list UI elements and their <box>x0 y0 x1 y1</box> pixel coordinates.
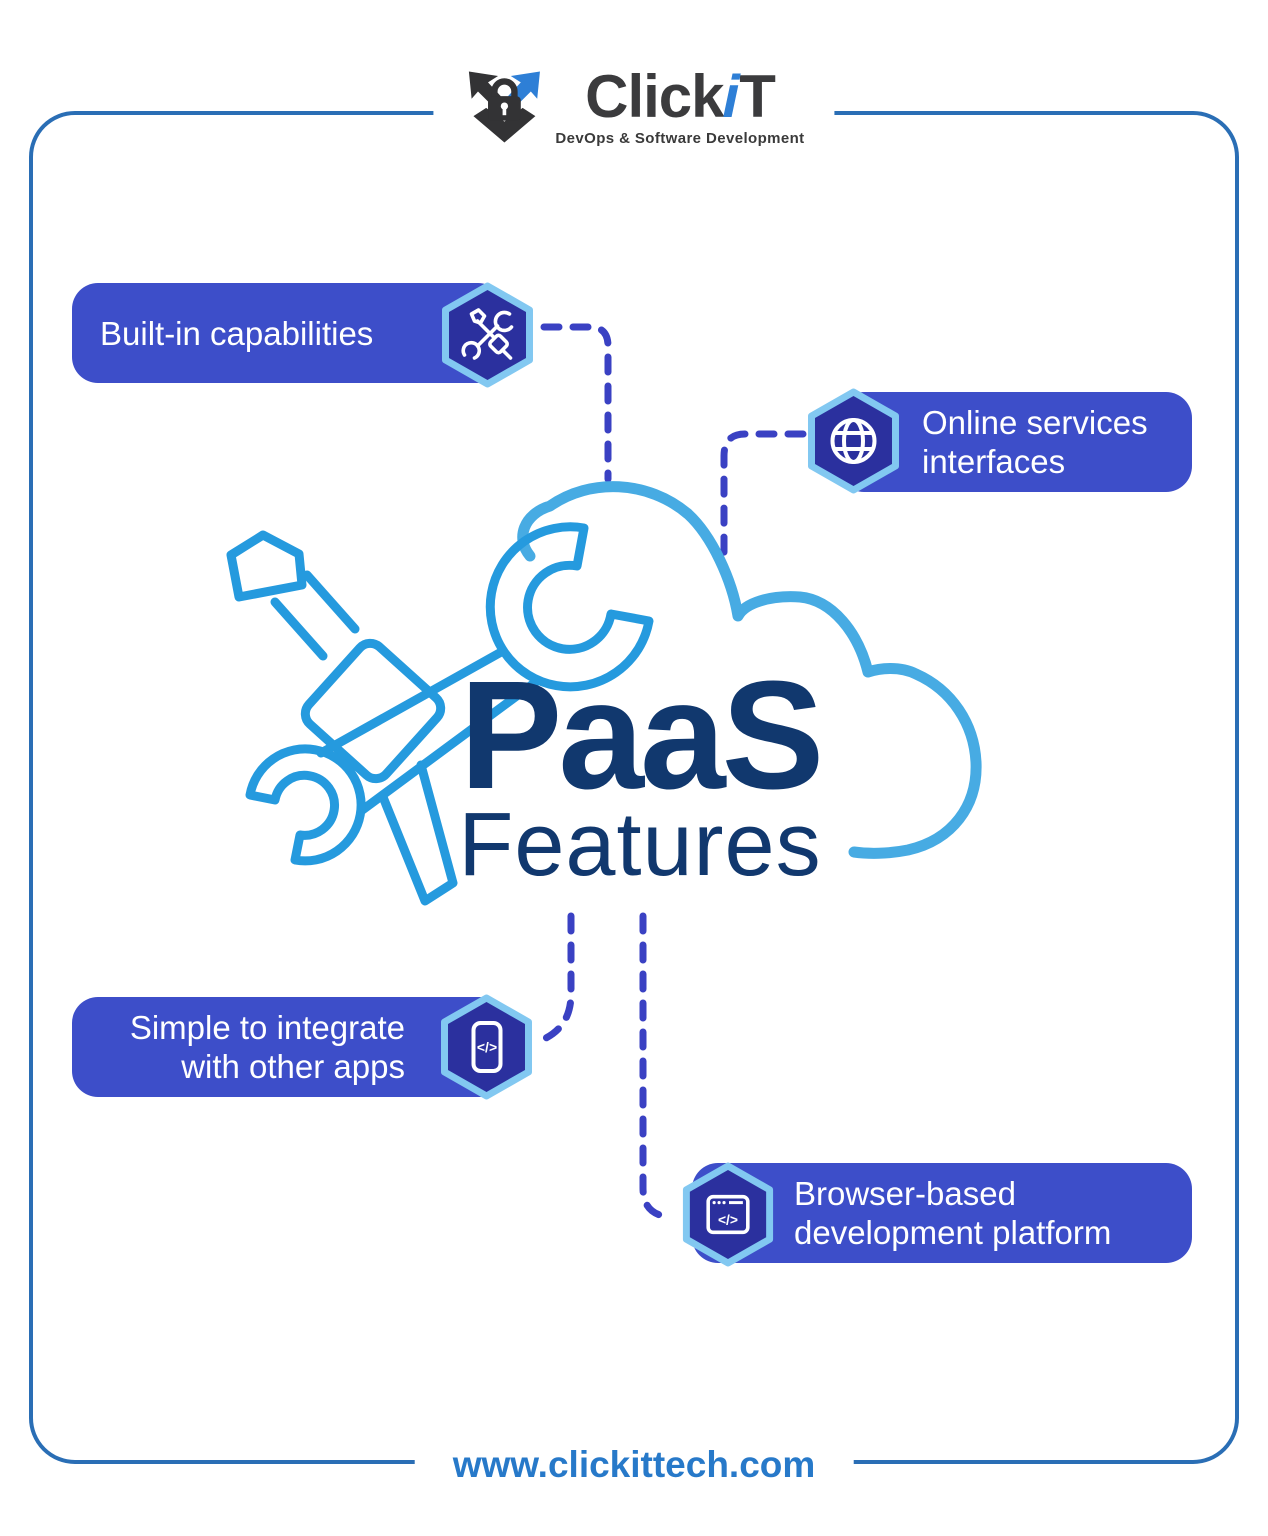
feature-pill-browser: Browser-based development platform <box>692 1163 1192 1263</box>
features-subtitle: Features <box>458 795 822 895</box>
code-glyph: </> <box>718 1211 738 1227</box>
screwdriver-tip <box>378 760 458 906</box>
feature-label-line: development platform <box>794 1214 1112 1251</box>
feature-label-line: Online services <box>922 404 1148 441</box>
connector-browser <box>639 912 676 1221</box>
browser-code-icon: </> <box>678 1161 779 1269</box>
connector-online-services <box>720 430 807 563</box>
wrench-top-head <box>485 522 654 692</box>
clickit-logo: ClickiT DevOps & Software Development <box>433 63 835 150</box>
feature-label-line: with other apps <box>181 1048 405 1085</box>
connector-integrate <box>540 912 575 1043</box>
feature-pill-integrate: Simple to integrate with other apps <box>72 997 505 1097</box>
cloud-graphic <box>226 481 982 906</box>
feature-pill-built-in: Built-in capabilities <box>72 283 504 383</box>
shield-icon <box>468 71 540 143</box>
mobile-code-icon: </> <box>436 993 537 1101</box>
website-text: www.clickittech.com <box>414 1441 854 1489</box>
screwdriver-shaft <box>270 570 360 661</box>
screwdriver-blade <box>226 530 307 602</box>
feature-label-line: interfaces <box>922 443 1066 480</box>
tools-icon <box>437 281 538 389</box>
paas-title: PaaS <box>459 649 825 821</box>
tools-illustration <box>226 522 654 906</box>
connector-built-in <box>540 323 612 483</box>
cloud-outline <box>517 481 982 859</box>
code-glyph: </> <box>477 1039 497 1055</box>
brand-suffix: T <box>739 63 776 130</box>
brand-prefix: Click <box>585 63 724 130</box>
feature-label-line: Browser-based <box>794 1175 1016 1212</box>
screwdriver-handle <box>300 638 446 784</box>
globe-icon <box>803 387 904 495</box>
wrench-beam <box>316 646 542 816</box>
brand-tagline: DevOps & Software Development <box>555 130 805 147</box>
feature-label: Built-in capabilities <box>100 314 374 352</box>
brand-wordmark: ClickiT <box>585 63 776 130</box>
hexagon-badge <box>441 994 532 1100</box>
wrench-bottom-head <box>245 744 366 866</box>
hexagon-badge <box>682 1162 774 1267</box>
hexagon-badge <box>808 388 899 494</box>
feature-label-line: Simple to integrate <box>129 1009 405 1046</box>
